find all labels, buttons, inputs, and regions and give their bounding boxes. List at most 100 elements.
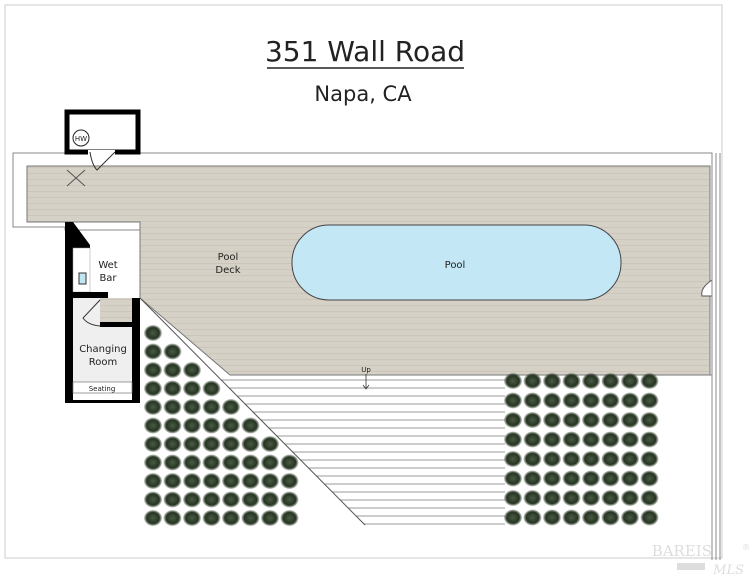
- shrub: [183, 362, 201, 378]
- shrub: [222, 399, 240, 415]
- shrub: [144, 399, 162, 415]
- shrub: [202, 491, 221, 508]
- shrub: [183, 454, 201, 471]
- shrub: [582, 490, 600, 506]
- shrub: [582, 451, 600, 467]
- shrub: [562, 373, 581, 389]
- shrub: [640, 392, 659, 409]
- shrub: [640, 490, 659, 506]
- changing-room-label-2: Room: [89, 357, 117, 368]
- shrub: [163, 510, 182, 526]
- shrub: [163, 473, 182, 489]
- shrub: [280, 454, 299, 471]
- shrub: [543, 373, 561, 389]
- wet-bar-label-2: Bar: [99, 273, 117, 284]
- stairs-up-arrow-icon: [362, 374, 370, 390]
- shrub: [543, 470, 561, 487]
- shrub: [562, 470, 581, 487]
- pool-deck-label-1: Pool: [218, 252, 239, 263]
- shrub: [543, 412, 561, 428]
- shrub: [261, 454, 279, 471]
- shrub: [163, 380, 182, 397]
- shrub: [562, 490, 581, 506]
- shrub: [261, 491, 279, 508]
- shrub: [543, 392, 561, 409]
- water-heater-icon: [72, 129, 90, 147]
- shrub: [582, 412, 600, 428]
- plan-subtitle: Napa, CA: [314, 82, 412, 106]
- shrub: [183, 399, 201, 415]
- shrub: [222, 491, 240, 508]
- gate-icon: [701, 279, 713, 297]
- shrub: [504, 451, 522, 467]
- shrub: [144, 362, 162, 378]
- shrub: [582, 373, 600, 389]
- shrub: [562, 451, 581, 467]
- shrub: [144, 436, 162, 452]
- changing-room-label-1: Changing: [79, 344, 127, 355]
- shrub: [640, 373, 659, 389]
- shrub: [562, 431, 581, 448]
- shrub: [144, 343, 162, 360]
- shrub: [640, 431, 659, 448]
- shrub: [621, 451, 639, 467]
- shrub: [504, 470, 522, 487]
- shrub: [601, 373, 620, 389]
- shrub: [504, 509, 522, 526]
- shrub: [144, 454, 162, 471]
- shrub: [261, 510, 279, 526]
- shrub: [222, 436, 240, 452]
- shrub: [640, 470, 659, 487]
- mls-watermark: BAREIS ® MLS: [652, 542, 750, 576]
- shrub: [523, 509, 542, 526]
- page-border: [4, 4, 723, 559]
- shrub: [261, 473, 279, 489]
- shrub: [280, 491, 299, 508]
- water-heater-label: HW: [75, 135, 87, 143]
- shrub: [504, 373, 522, 389]
- shrub: [183, 510, 201, 526]
- plan-title: 351 Wall Road: [265, 35, 465, 68]
- shrub: [504, 412, 522, 428]
- shrub: [601, 509, 620, 526]
- shrub: [144, 491, 162, 508]
- shrub: [523, 431, 542, 448]
- shrub: [241, 436, 260, 452]
- shrub: [202, 473, 221, 489]
- stairs-up-label: Up: [361, 366, 371, 374]
- stairs: [139, 297, 505, 526]
- wall-segment: [73, 292, 108, 298]
- shrub: [241, 510, 260, 526]
- shrub: [183, 436, 201, 452]
- shrub: [640, 509, 659, 526]
- shrub: [241, 454, 260, 471]
- shrub: [222, 454, 240, 471]
- shrub: [504, 392, 522, 409]
- landscaping: [144, 325, 659, 526]
- shrub: [280, 473, 299, 489]
- shrub: [523, 451, 542, 467]
- shrub: [163, 491, 182, 508]
- shrub: [144, 380, 162, 397]
- shrub: [582, 431, 600, 448]
- shrub: [523, 490, 542, 506]
- shrub: [582, 392, 600, 409]
- shrub: [601, 490, 620, 506]
- shrub: [601, 451, 620, 467]
- shrub: [144, 510, 162, 526]
- svg-text:BAREIS: BAREIS: [652, 542, 712, 560]
- shrub: [543, 490, 561, 506]
- shrub: [601, 392, 620, 409]
- shrub: [640, 451, 659, 467]
- pool-label: Pool: [445, 260, 466, 271]
- shrub: [523, 412, 542, 428]
- shrub: [543, 509, 561, 526]
- svg-text:®: ®: [742, 543, 750, 552]
- shrub: [601, 412, 620, 428]
- shrub: [163, 436, 182, 452]
- seating-bench: [72, 381, 133, 394]
- pool-deck-label-2: Deck: [215, 265, 240, 276]
- shrub: [621, 509, 639, 526]
- shrub: [163, 454, 182, 471]
